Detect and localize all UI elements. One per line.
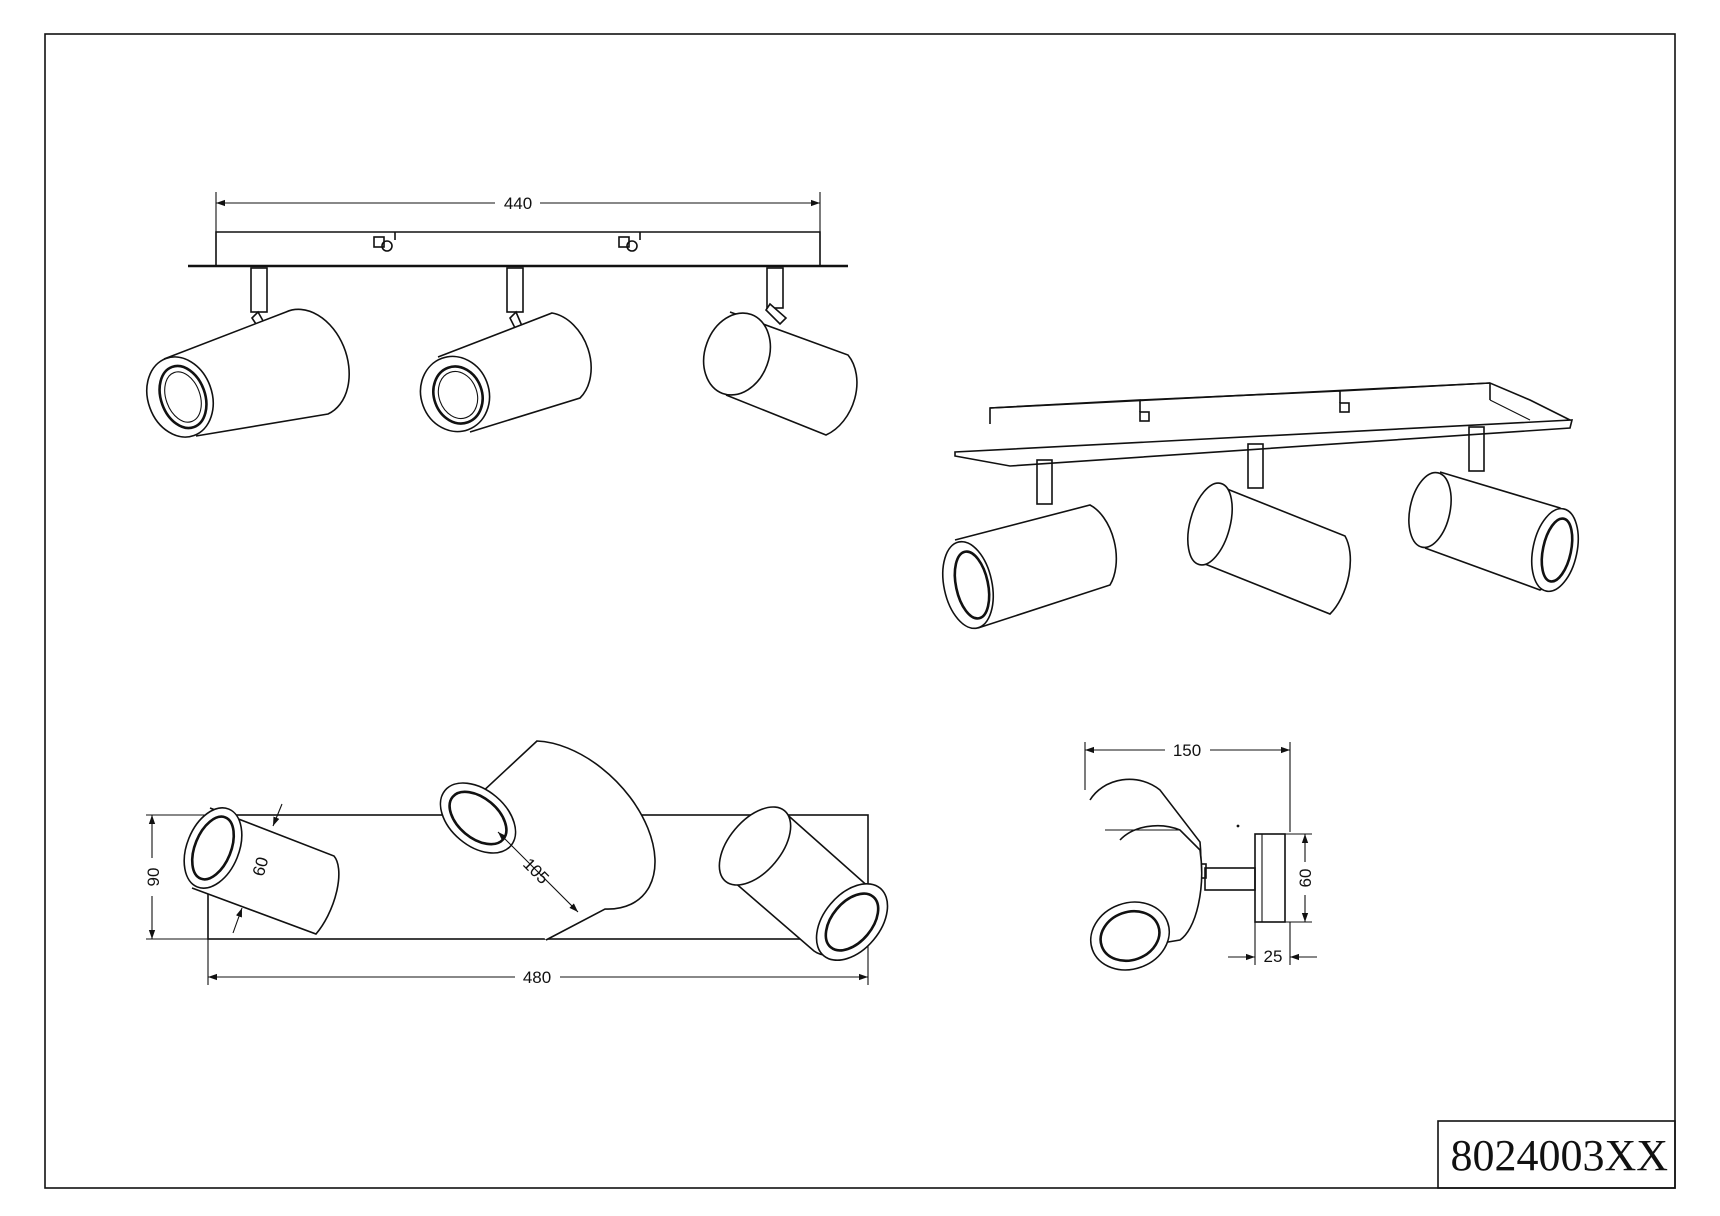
bottom-view: 90 480 60 105 bbox=[144, 740, 889, 987]
front-view: 440 bbox=[146, 192, 858, 438]
dimension-side-plate-height: 60 bbox=[1285, 833, 1315, 923]
spot-1 bbox=[146, 308, 350, 438]
title-block: 8024003XX bbox=[1437, 1120, 1676, 1189]
perspective-view bbox=[942, 382, 1580, 630]
perspective-spot-1 bbox=[942, 504, 1118, 630]
product-code: 8024003XX bbox=[1450, 1131, 1668, 1180]
dimension-side-depth: 150 bbox=[1084, 741, 1291, 832]
bottom-spot-3 bbox=[718, 806, 889, 962]
dimension-label: 25 bbox=[1264, 947, 1283, 966]
perspective-spot-2 bbox=[1187, 482, 1352, 615]
perspective-spot-3 bbox=[1408, 471, 1580, 593]
bottom-spot-2: 105 bbox=[439, 740, 656, 941]
dimension-label: 150 bbox=[1173, 741, 1201, 760]
dimension-label: 440 bbox=[504, 194, 532, 213]
dimension-label: 60 bbox=[1296, 869, 1315, 888]
dimension-front-width: 440 bbox=[215, 192, 821, 240]
drawing-frame bbox=[44, 33, 1676, 1189]
dimension-bottom-height: 90 bbox=[144, 814, 208, 940]
dimension-label: 480 bbox=[523, 968, 551, 987]
dimension-label: 60 bbox=[249, 855, 272, 878]
dimension-bottom-length: 480 bbox=[207, 939, 869, 987]
dimension-side-plate-offset: 25 bbox=[1228, 922, 1317, 966]
dimension-label: 90 bbox=[144, 868, 163, 887]
bottom-spot-1: 60 bbox=[183, 803, 340, 935]
spot-3 bbox=[702, 302, 858, 436]
side-view: 150 60 25 bbox=[1084, 741, 1317, 971]
spot-2 bbox=[419, 310, 592, 433]
